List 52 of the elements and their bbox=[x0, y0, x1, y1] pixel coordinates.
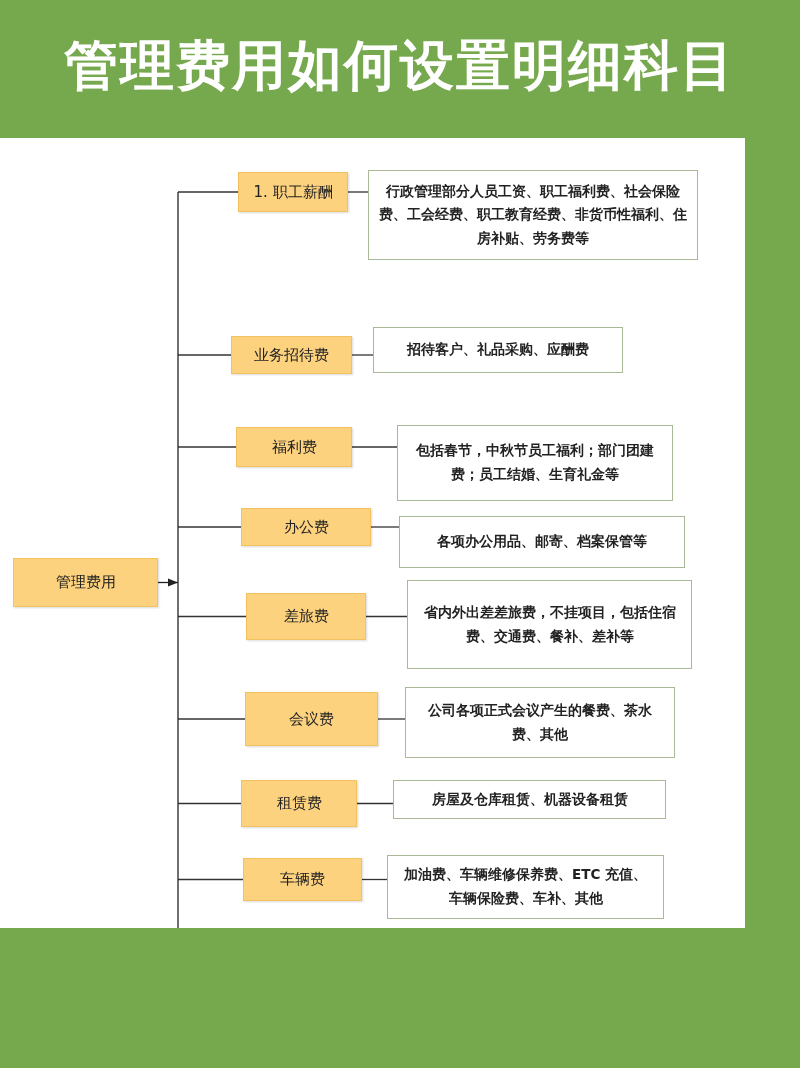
connector-line bbox=[177, 615, 247, 618]
description-box bbox=[373, 327, 623, 373]
description-text: 省内外出差差旅费，不挂项目，包括住宿费、交通费、餐补、差补等 bbox=[422, 602, 677, 646]
connector-line bbox=[356, 802, 394, 805]
connector-line bbox=[177, 446, 237, 448]
category-box bbox=[246, 593, 366, 640]
category-box bbox=[236, 427, 352, 467]
category-box bbox=[238, 172, 348, 212]
connector-line bbox=[361, 878, 388, 881]
description-box bbox=[368, 170, 698, 260]
connector-line bbox=[370, 526, 400, 528]
connector-line bbox=[177, 191, 239, 193]
category-label: 办公费 bbox=[283, 516, 329, 538]
description-box bbox=[387, 855, 664, 919]
connector-line bbox=[177, 354, 232, 356]
category-box bbox=[231, 336, 352, 374]
description-box bbox=[399, 516, 685, 568]
description-text: 公司各项正式会议产生的餐费、茶水费、其他 bbox=[427, 700, 653, 744]
description-text: 招待客户、礼品采购、应酬费 bbox=[407, 340, 589, 360]
category-label: 车辆费 bbox=[280, 869, 325, 891]
description-text: 包括春节，中秋节员工福利；部门团建费；员工结婚、生育礼金等 bbox=[415, 441, 655, 484]
category-label: 租赁费 bbox=[276, 793, 322, 815]
connector-line bbox=[347, 191, 369, 193]
description-text: 加油费、车辆维修保养费、ETC 充值、车辆保险费、车补、其他 bbox=[402, 865, 648, 908]
description-box bbox=[397, 425, 673, 501]
connector-line bbox=[351, 354, 374, 356]
description-box bbox=[405, 687, 675, 758]
connector-line bbox=[177, 718, 246, 720]
category-label: 管理费用 bbox=[55, 572, 116, 594]
description-text: 行政管理部分人员工资、职工福利费、社会保险费、工会经费、职工教育经费、非货币性福利、住房补贴、劳务费等 bbox=[379, 181, 687, 248]
category-label: 1. 职工薪酬 bbox=[253, 181, 333, 203]
category-box bbox=[13, 558, 158, 607]
connector-line bbox=[351, 446, 398, 448]
title: 管理费用如何设置明细科目 bbox=[63, 33, 737, 99]
description-text: 各项办公用品、邮寄、档案保管等 bbox=[437, 532, 647, 552]
category-box bbox=[243, 858, 362, 901]
category-box bbox=[241, 780, 357, 827]
description-box bbox=[393, 780, 666, 819]
connector-line bbox=[177, 878, 244, 881]
connector-line bbox=[365, 615, 408, 618]
category-box bbox=[245, 692, 378, 746]
connector-line bbox=[377, 718, 406, 720]
description-box bbox=[407, 580, 692, 669]
connector-line bbox=[177, 526, 242, 528]
category-label: 福利费 bbox=[271, 436, 317, 458]
category-box bbox=[241, 508, 371, 546]
description-text: 房屋及仓库租赁、机器设备租赁 bbox=[431, 789, 628, 809]
category-label: 业务招待费 bbox=[254, 344, 329, 366]
connector-line bbox=[177, 802, 242, 805]
category-label: 差旅费 bbox=[283, 606, 329, 628]
connector-line bbox=[177, 191, 179, 929]
category-label: 会议费 bbox=[289, 708, 334, 730]
